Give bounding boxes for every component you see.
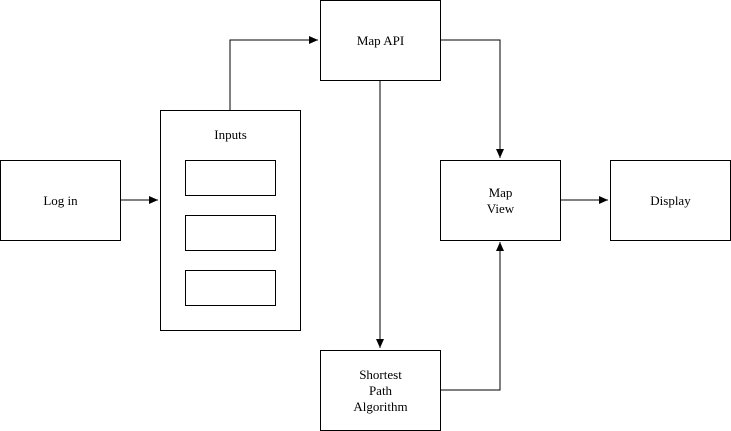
shortest-path-node: Shortest Path Algorithm [320, 350, 441, 431]
shortest-path-node-label: Shortest Path Algorithm [321, 367, 440, 415]
map-api-node-label: Map API [356, 32, 405, 48]
input-field-3 [185, 270, 276, 306]
shortest-path-label-line-1: Shortest [359, 366, 402, 382]
map-view-label-line-1: Map [488, 184, 513, 200]
input-field-1 [185, 160, 276, 196]
map-api-node: Map API [320, 0, 441, 81]
map-view-label-line-2: View [486, 200, 515, 216]
edge-map-api-to-map-view [440, 39, 504, 158]
edge-shortest-path-to-map-view [440, 242, 504, 391]
input-field-2 [185, 215, 276, 251]
display-node: Display [610, 160, 731, 241]
login-node-label: Log in [43, 192, 78, 208]
map-view-node: Map View [440, 160, 561, 241]
login-node: Log in [0, 160, 121, 241]
shortest-path-label-line-2: Path [368, 382, 393, 398]
shortest-path-label-line-3: Algorithm [353, 398, 408, 414]
inputs-node-label: Inputs [214, 127, 247, 142]
display-node-label: Display [650, 192, 691, 208]
map-view-node-label: Map View [441, 185, 560, 217]
edge-inputs-to-map-api [229, 36, 318, 110]
